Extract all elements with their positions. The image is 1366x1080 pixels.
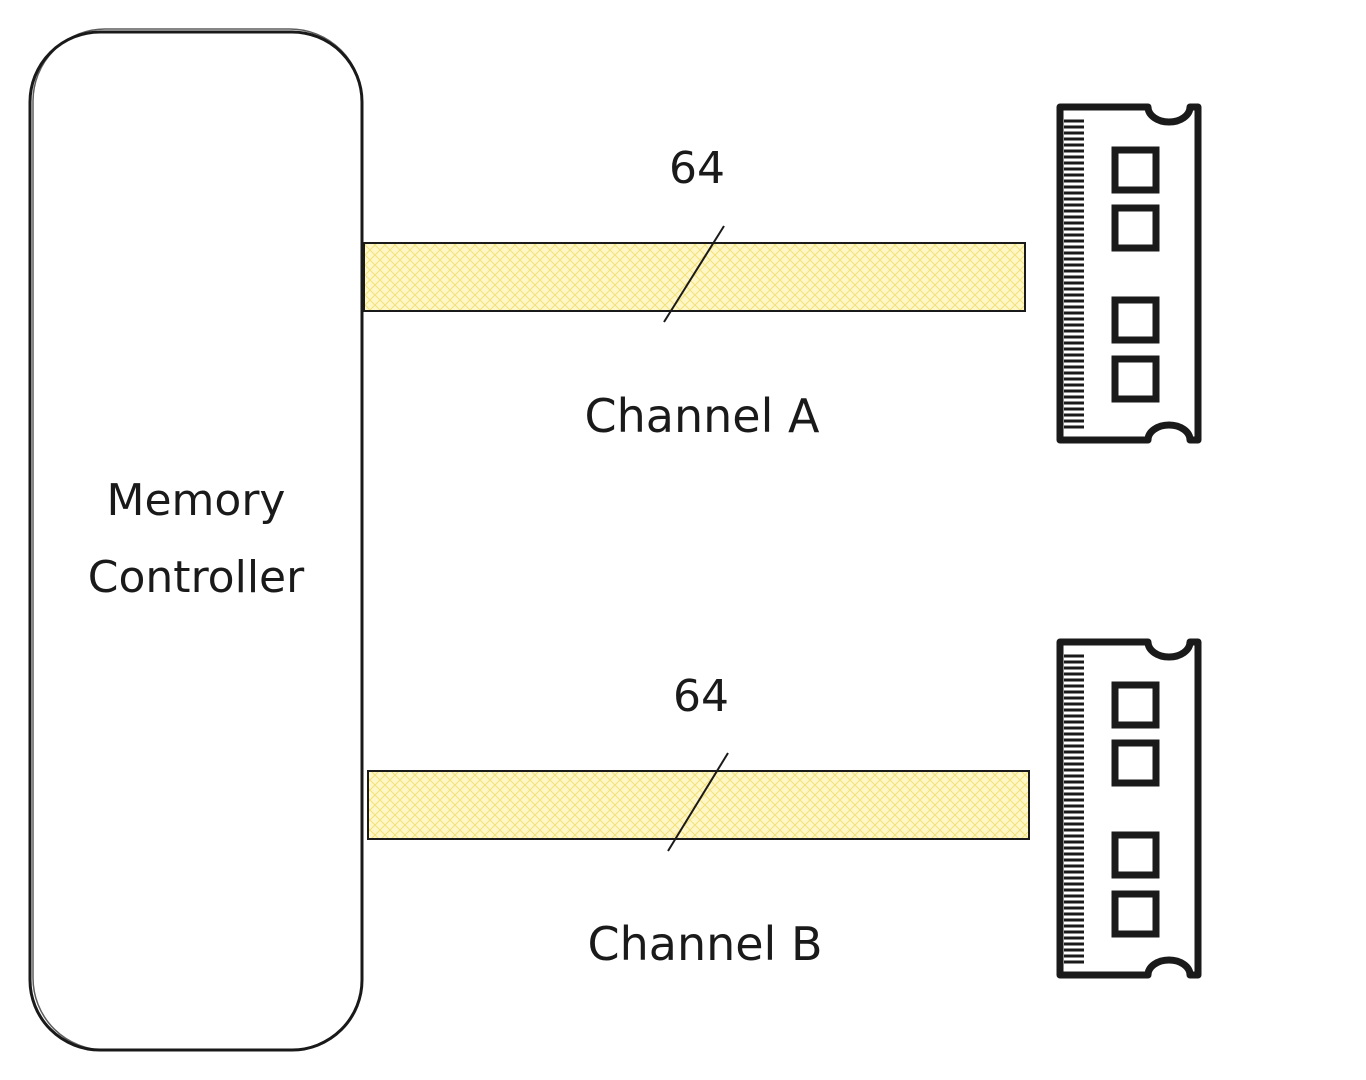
channel-a-width: 64: [669, 143, 725, 194]
ram-module-icon: [1056, 103, 1202, 444]
channel-b-bus: [367, 752, 1030, 852]
bus-width-slash: [667, 752, 729, 852]
channel-b-label: Channel B: [587, 917, 822, 971]
ram-module-icon: [1056, 638, 1202, 979]
channel-b-width: 64: [673, 671, 729, 722]
channel-a-bus: [363, 225, 1026, 323]
bus-width-slash: [663, 225, 725, 323]
memory-controller-box: [28, 28, 364, 1052]
memory-controller-label-line2: Controller: [88, 552, 305, 603]
channel-a-label: Channel A: [585, 389, 820, 443]
memory-controller-label-line1: Memory: [107, 475, 286, 526]
